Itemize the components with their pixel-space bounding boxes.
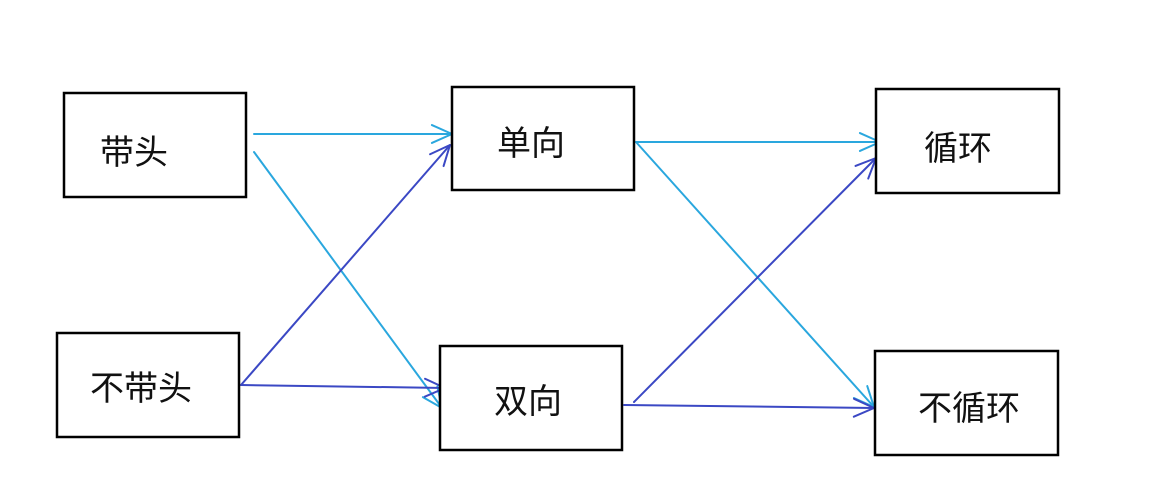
node-danxiang-label: 单向: [497, 124, 565, 164]
arrowhead-budaitou-to-danxiang: [429, 144, 451, 168]
node-daitou-box: [62, 91, 248, 199]
node-danxiang-box: [450, 85, 636, 192]
edge-shuangxiang-to-xunhuan: [633, 157, 877, 403]
node-shuangxiang-label: 双向: [494, 382, 562, 422]
node-xunhuan-label: 循环: [924, 129, 992, 169]
node-daitou: 带头: [62, 91, 248, 199]
node-buxunhuan: 不循环: [873, 349, 1060, 457]
node-budaitou-label: 不带头: [90, 369, 192, 409]
node-xunhuan: 循环: [874, 87, 1061, 195]
edge-shuangxiang-to-buxunhuan: [623, 404, 875, 409]
node-xunhuan-box: [874, 87, 1061, 195]
node-budaitou: 不带头: [55, 331, 241, 439]
node-buxunhuan-label: 不循环: [918, 389, 1020, 429]
edge-budaitou-to-shuangxiang: [240, 384, 446, 389]
node-budaitou-box: [55, 331, 241, 439]
node-daitou-label: 带头: [100, 133, 168, 173]
node-shuangxiang-box: [438, 344, 624, 452]
edge-daitou-to-shuangxiang: [253, 151, 443, 409]
node-shuangxiang: 双向: [438, 344, 624, 452]
edge-danxiang-to-buxunhuan: [635, 141, 875, 408]
node-buxunhuan-box: [873, 349, 1060, 457]
node-danxiang: 单向: [450, 85, 636, 192]
edge-budaitou-to-danxiang: [240, 144, 451, 386]
